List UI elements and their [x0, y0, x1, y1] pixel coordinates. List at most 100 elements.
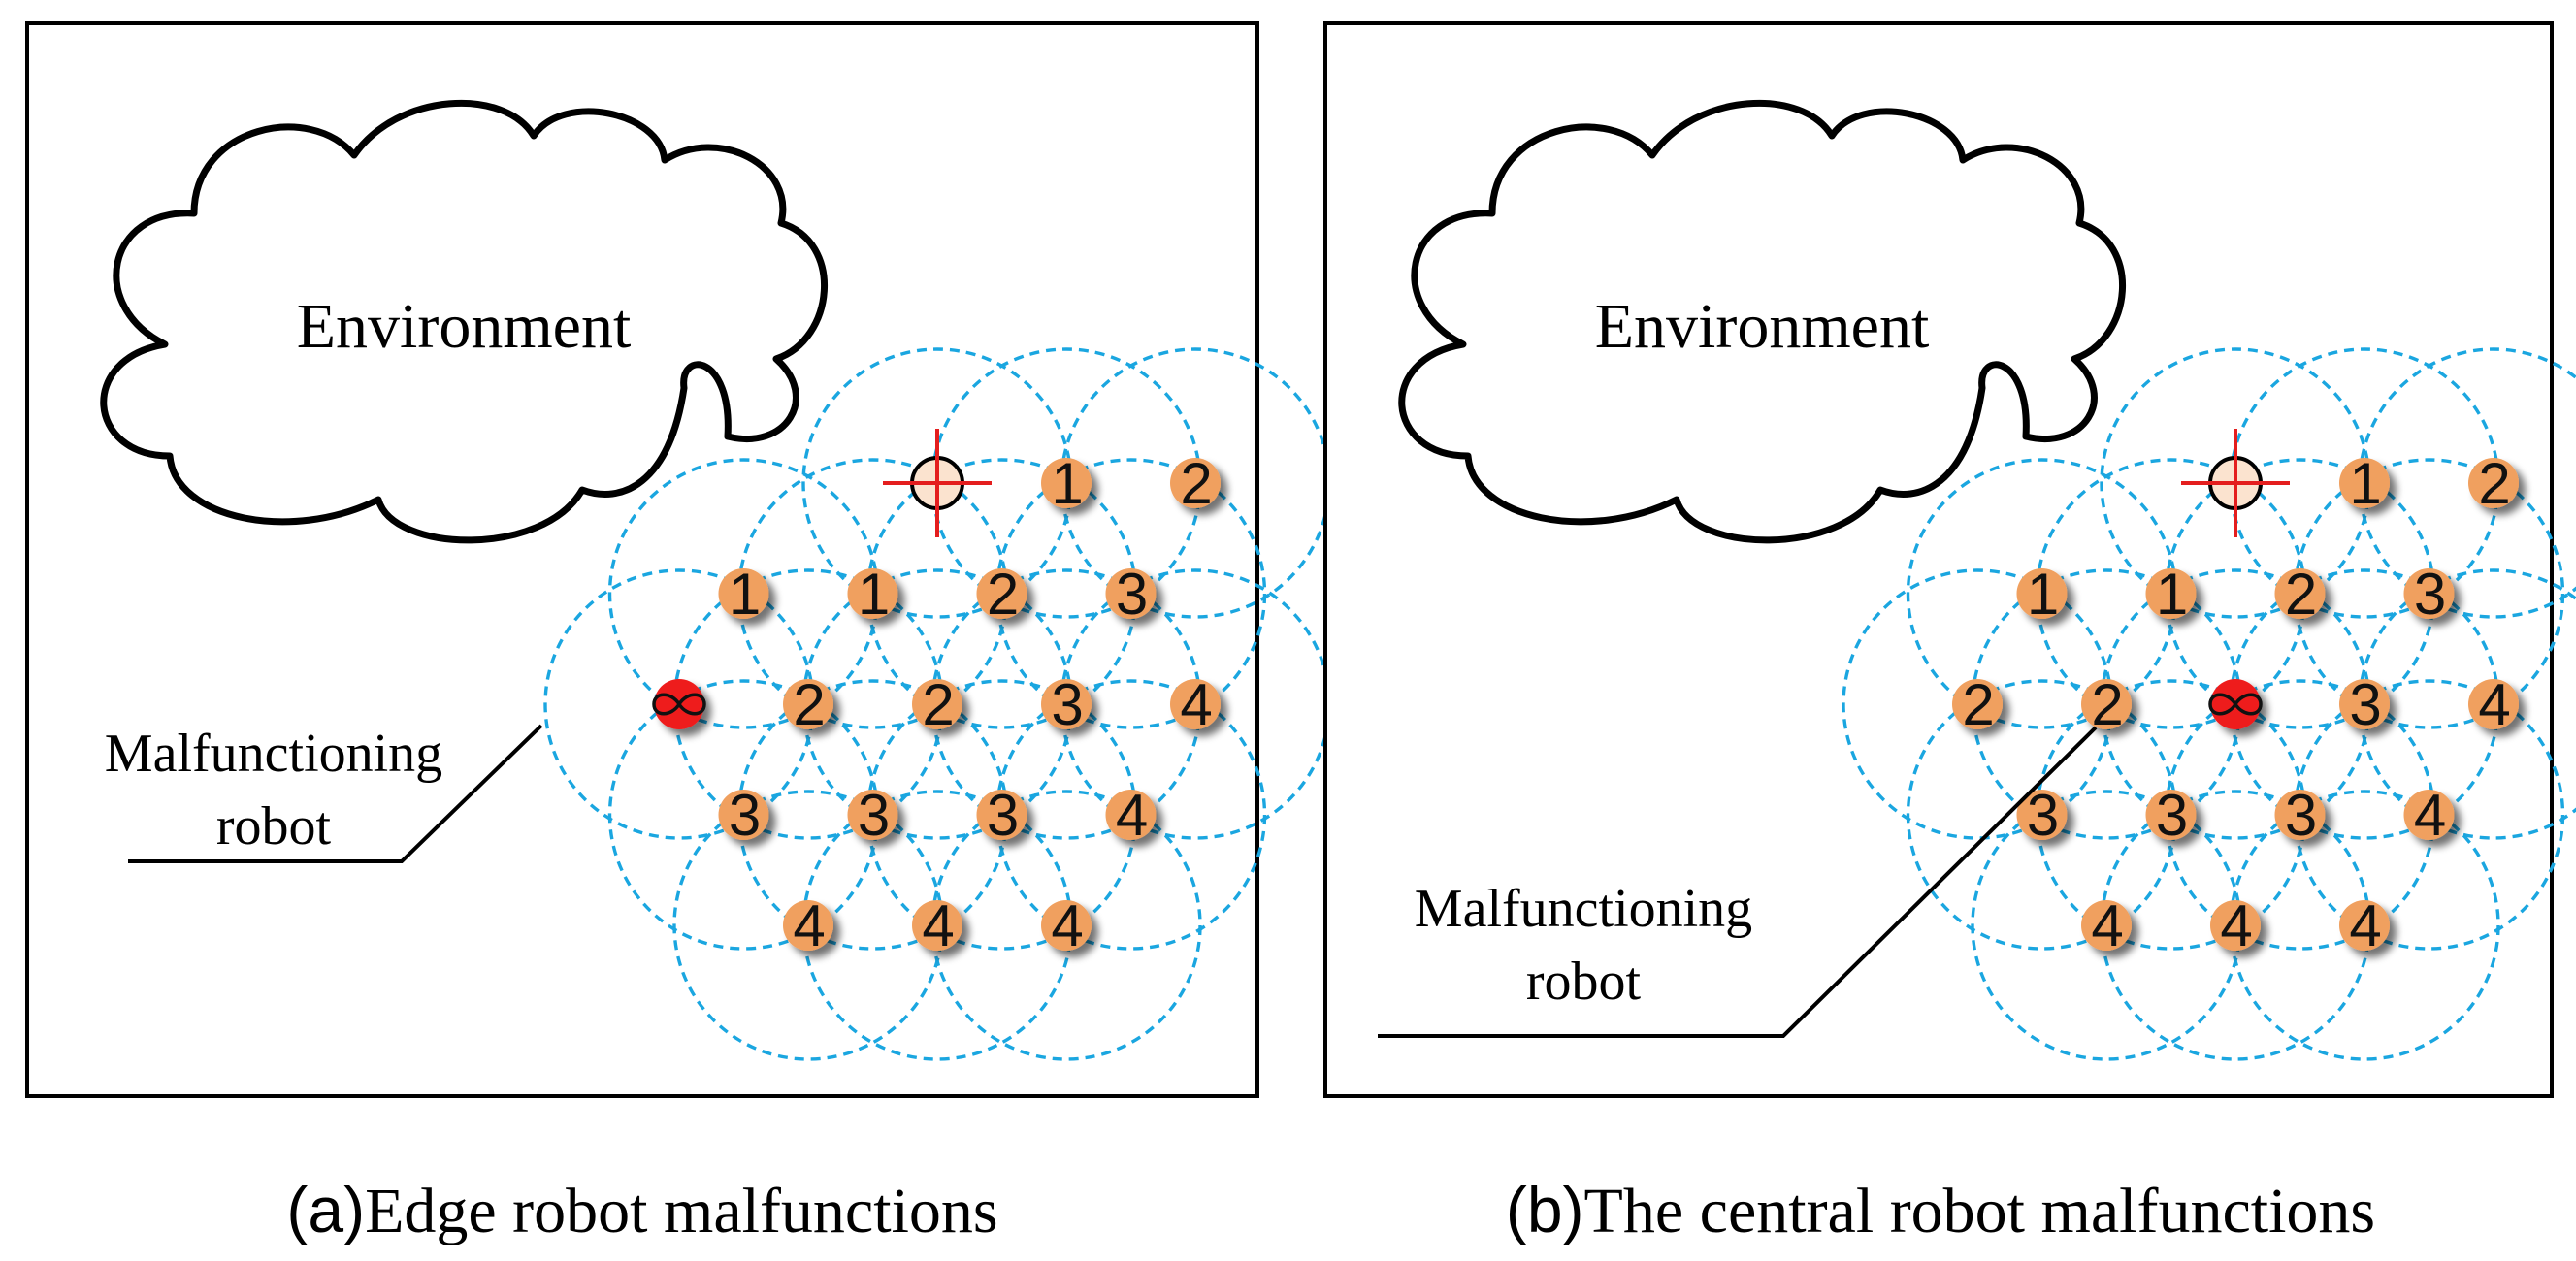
- robot-hop-label: 1: [2027, 562, 2059, 627]
- robot-node: 3: [2016, 783, 2068, 848]
- robot-dot: [718, 790, 769, 840]
- infinity-fault-icon: [2208, 693, 2263, 716]
- robot-node: 4: [1170, 672, 1221, 737]
- malfunction-label-line1: Malfunctioning: [105, 724, 442, 784]
- malfunction-label-line2: robot: [1526, 952, 1642, 1012]
- robot-hop-label: 3: [1051, 672, 1083, 737]
- robot-node: 2: [1952, 672, 2003, 737]
- robot-hop-label: 1: [2349, 451, 2381, 516]
- malfunction-label-line1: Malfunctioning: [1415, 879, 1752, 939]
- robot-hop-label: 2: [793, 672, 825, 737]
- caption-a: (a)Edge robot malfunctions: [286, 1174, 997, 1246]
- robot-dot: [783, 679, 833, 729]
- robot-node: 4: [2339, 893, 2390, 958]
- robot-hop-label: 4: [1116, 783, 1148, 848]
- robot-dot: [1170, 679, 1221, 729]
- robot-node: 1: [718, 562, 769, 627]
- malfunctioning-robot: [2208, 679, 2263, 729]
- robot-hop-label: 1: [1051, 451, 1083, 516]
- robot-hop-label: 1: [2156, 562, 2188, 627]
- robot-node: 4: [912, 893, 962, 958]
- robot-dot: [1041, 679, 1092, 729]
- robot-dot: [2016, 568, 2068, 619]
- robot-hop-label: 3: [987, 783, 1019, 848]
- robot-hop-label: 4: [793, 893, 825, 958]
- robot-node: 1: [2145, 562, 2197, 627]
- robot-hop-label: 2: [2478, 451, 2510, 516]
- robot-dot: [718, 568, 769, 619]
- robot-hop-label: 2: [987, 562, 1019, 627]
- robot-node: 4: [2468, 672, 2519, 737]
- leader-line: [128, 724, 543, 863]
- robot-node: 4: [783, 893, 833, 958]
- robot-dot: [1041, 900, 1092, 951]
- robot-dot: [2274, 568, 2326, 619]
- robot-dot: [912, 900, 962, 951]
- robot-hop-label: 4: [2478, 672, 2510, 737]
- robot-hop-label: 1: [858, 562, 890, 627]
- malfunctioning-robot: [652, 679, 706, 729]
- robot-dot: [1105, 790, 1157, 840]
- cloud-icon: [1398, 99, 2126, 544]
- robot-hop-label: 4: [2091, 893, 2123, 958]
- robot-dot: [2274, 790, 2326, 840]
- robot-hop-label: 4: [922, 893, 954, 958]
- robot-hop-label: 3: [2027, 783, 2059, 848]
- robot-node: 3: [2145, 783, 2197, 848]
- robot-dot: [847, 568, 898, 619]
- leader-line: [1378, 726, 2098, 1038]
- robot-dot: [1170, 458, 1221, 508]
- robot-dot: [2339, 900, 2390, 951]
- robot-hop-label: 4: [2349, 893, 2381, 958]
- robot-node: 2: [912, 672, 962, 737]
- robot-hop-label: 3: [729, 783, 761, 848]
- caption-b: (b)The central robot malfunctions: [1506, 1174, 2375, 1246]
- robot-node: 2: [783, 672, 833, 737]
- robot-hop-label: 2: [1180, 451, 1212, 516]
- robot-node: 1: [847, 562, 898, 627]
- robot-hop-label: 4: [2414, 783, 2446, 848]
- robot-node: 3: [2403, 562, 2455, 627]
- robot-node: 4: [2081, 893, 2132, 958]
- crosshair-target-icon: [2181, 429, 2290, 537]
- robot-hop-label: 2: [2285, 562, 2317, 627]
- robot-node: 1: [2339, 451, 2390, 516]
- robot-dot: [2468, 679, 2519, 729]
- robot-node: 3: [1041, 672, 1092, 737]
- robot-dot: [2145, 790, 2197, 840]
- robot-dot: [2468, 458, 2519, 508]
- robot-dot: [2339, 458, 2390, 508]
- robot-hop-label: 4: [1180, 672, 1212, 737]
- robot-node: 3: [2339, 672, 2390, 737]
- robot-hop-label: 2: [922, 672, 954, 737]
- infinity-fault-icon: [652, 693, 706, 716]
- robot-node: 3: [1105, 562, 1157, 627]
- robot-hop-label: 3: [2414, 562, 2446, 627]
- robot-dot: [1105, 568, 1157, 619]
- robot-hop-label: 2: [1962, 672, 1994, 737]
- robot-node: 3: [2274, 783, 2326, 848]
- robot-dot: [2339, 679, 2390, 729]
- robot-dot: [2403, 568, 2455, 619]
- robot-dot: [1952, 679, 2003, 729]
- robot-dot: [976, 568, 1027, 619]
- robot-dot: [1041, 458, 1092, 508]
- robot-node: 2: [2274, 562, 2326, 627]
- robot-hop-label: 3: [858, 783, 890, 848]
- robot-node: 4: [1041, 893, 1092, 958]
- robot-node: 2: [976, 562, 1027, 627]
- robot-hop-label: 3: [2349, 672, 2381, 737]
- robot-dot: [2081, 900, 2132, 951]
- caption-a-letter: (a): [286, 1174, 365, 1245]
- malfunction-label-line2: robot: [216, 796, 332, 857]
- robot-hop-label: 3: [2285, 783, 2317, 848]
- robot-dot: [2145, 568, 2197, 619]
- robot-node: 1: [2016, 562, 2068, 627]
- robot-node: 3: [718, 783, 769, 848]
- robot-dot: [847, 790, 898, 840]
- robot-node: 1: [1041, 451, 1092, 516]
